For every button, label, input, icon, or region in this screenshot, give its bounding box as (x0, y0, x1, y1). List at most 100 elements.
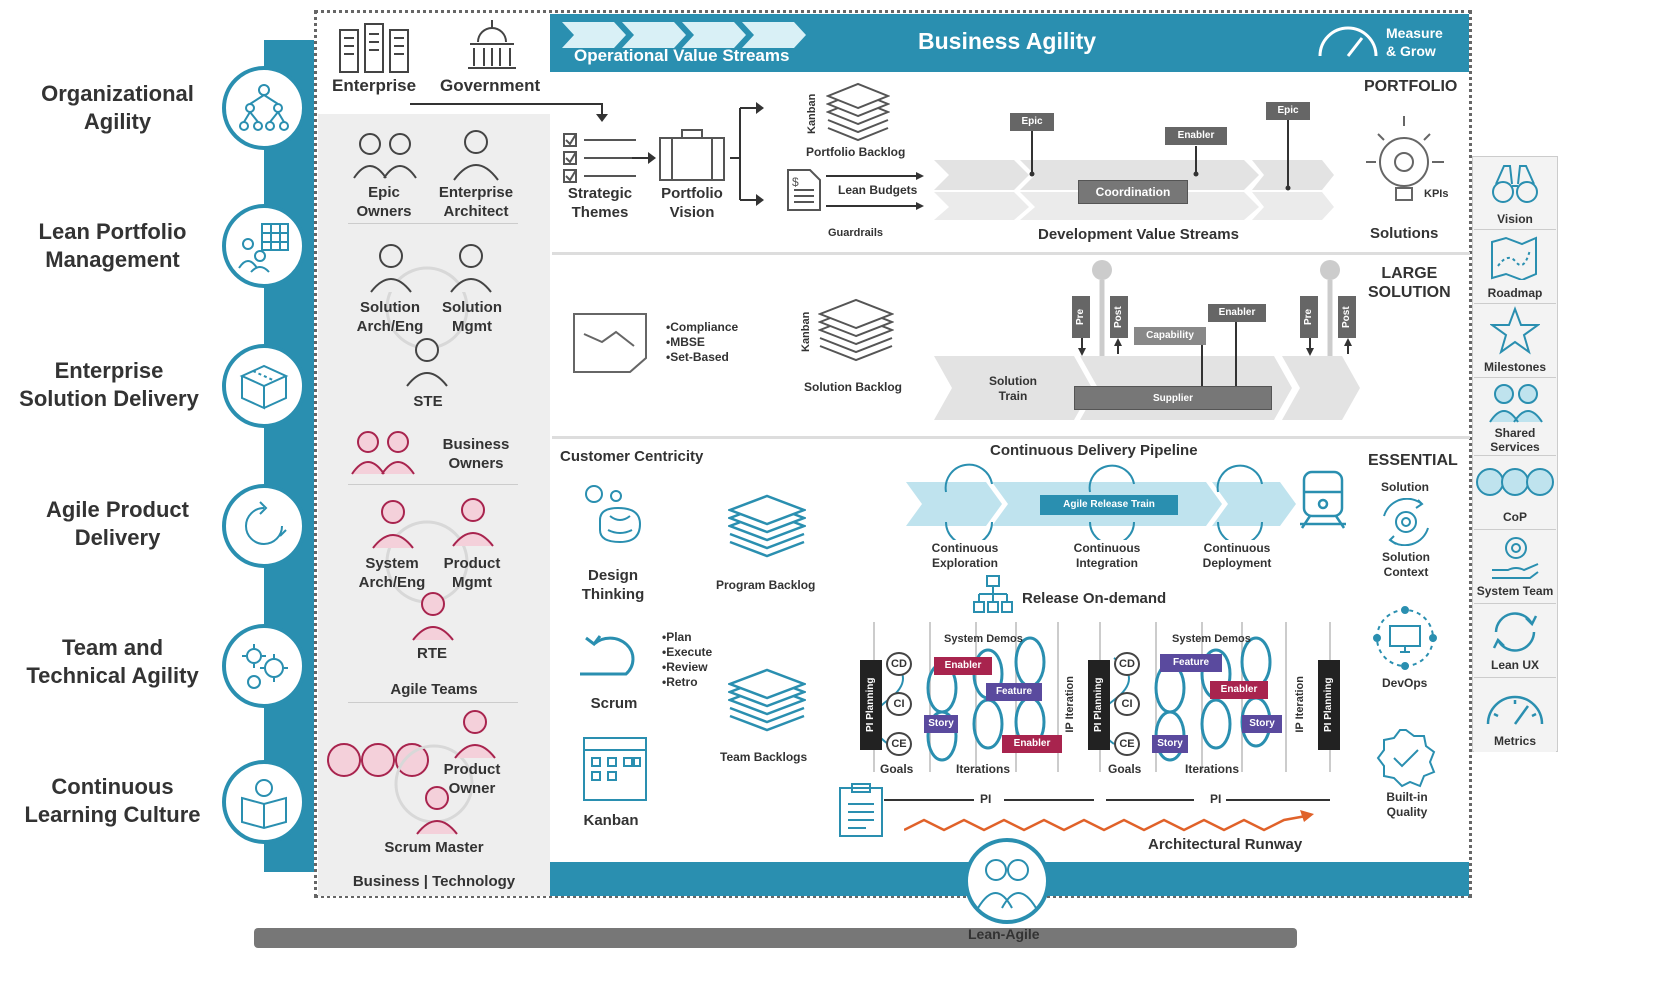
binoculars-icon (1492, 165, 1538, 203)
competency-agile-product-delivery[interactable]: Agile Product Delivery (45, 497, 189, 550)
coordination-box[interactable]: Coordination (1078, 180, 1188, 204)
palette-lean-ux[interactable]: Lean UX (1474, 606, 1556, 678)
role-solution-arch[interactable]: Solution Arch/Eng (356, 299, 424, 335)
role-system-arch[interactable]: System Arch/Eng (358, 555, 426, 591)
lean-agile-leaders-icon (964, 838, 1050, 924)
role-product-owner[interactable]: Product Owner (443, 761, 501, 797)
system-demos-2[interactable]: System Demos (1172, 633, 1251, 645)
architectural-runway-zigzag (904, 810, 1314, 832)
competency-organizational-agility[interactable]: Organizational Agility (41, 81, 194, 134)
post-tag[interactable]: Post (1110, 296, 1128, 338)
role-epic-owners[interactable]: Epic Owners (356, 184, 412, 220)
guardrails[interactable]: Guardrails (828, 227, 884, 239)
release-on-demand[interactable]: Release On-demand (1022, 590, 1167, 607)
level-divider (552, 436, 1470, 439)
solution-mgmt-icon (450, 244, 492, 293)
competency-team-technical-agility[interactable]: Team and Technical Agility (26, 635, 199, 688)
lean-ux-cycle-icon (1492, 612, 1538, 652)
pi-planning-bar-3[interactable]: PI Planning (1318, 660, 1340, 750)
palette-system-team[interactable]: System Team (1474, 532, 1556, 604)
team-backlogs[interactable]: Team Backlogs (720, 750, 808, 764)
portfolio-epic-tag[interactable]: Epic (1010, 113, 1054, 131)
role-enterprise-architect[interactable]: Enterprise Architect (438, 184, 514, 220)
cd-badge-2: CD (1114, 652, 1140, 676)
box-icon (222, 344, 306, 428)
scrum-steps: •Plan •Execute •Review •Retro (662, 630, 713, 689)
solutions-label[interactable]: Solutions (1370, 225, 1439, 242)
ce-badge-2: CE (1114, 732, 1140, 756)
reader-icon (222, 760, 306, 844)
ls-enabler-tag[interactable]: Enabler (1208, 304, 1266, 322)
solution-context[interactable]: Solution Context (1382, 550, 1430, 579)
org-chart-icon (222, 66, 306, 150)
enabler-tag-3[interactable]: Enabler (1210, 681, 1268, 699)
continuous-exploration[interactable]: Continuous Exploration (931, 541, 999, 570)
continuous-deployment[interactable]: Continuous Deployment (1202, 541, 1272, 570)
ip-iteration[interactable]: IP Iteration (1064, 676, 1076, 733)
program-backlog[interactable]: Program Backlog (716, 578, 816, 592)
pi-planning-bar[interactable]: PI Planning (860, 660, 882, 750)
enabler-tag-2[interactable]: Enabler (1002, 735, 1062, 753)
lean-agile-label[interactable]: Lean-Agile (968, 926, 1040, 942)
ovs-chevrons (562, 22, 806, 48)
competency-enterprise-solution-delivery[interactable]: Enterprise Solution Delivery (19, 358, 199, 411)
agile-release-train-bar[interactable]: Agile Release Train (1040, 495, 1178, 515)
star-icon (1490, 306, 1540, 355)
kanban-board-icon (583, 737, 647, 801)
solution-backlog[interactable]: Solution Backlog (804, 380, 903, 394)
role-business-owners[interactable]: Business Owners (442, 436, 510, 472)
kanban[interactable]: Kanban (583, 812, 639, 829)
government-label: Government (440, 76, 541, 95)
role-rte[interactable]: RTE (417, 645, 447, 662)
ci-badge-2: CI (1114, 692, 1140, 716)
feature-tag-1[interactable]: Feature (986, 683, 1042, 701)
palette-roadmap[interactable]: Roadmap (1474, 232, 1556, 304)
devops[interactable]: DevOps (1382, 676, 1428, 690)
enterprise-arrow (410, 103, 608, 122)
strategic-themes[interactable]: Strategic Themes (567, 185, 633, 221)
portfolio-enabler-tag[interactable]: Enabler (1165, 127, 1227, 145)
continuous-integration[interactable]: Continuous Integration (1073, 541, 1141, 570)
role-scrum-master[interactable]: Scrum Master (384, 839, 484, 856)
role-product-mgmt[interactable]: Product Mgmt (443, 555, 501, 591)
ip-iteration-2[interactable]: IP Iteration (1294, 676, 1306, 733)
pi-timeline (884, 799, 1330, 801)
design-thinking[interactable]: Design Thinking (581, 567, 645, 603)
competency-continuous-learning-culture[interactable]: Continuous Learning Culture (24, 774, 201, 827)
portfolio-epic-tag-2[interactable]: Epic (1266, 102, 1310, 120)
ste-icon (406, 338, 448, 387)
customer-centricity[interactable]: Customer Centricity (560, 448, 704, 465)
story-tag-1[interactable]: Story (924, 715, 958, 733)
palette-vision[interactable]: Vision (1474, 158, 1556, 230)
measure-grow-label[interactable]: Measure & Grow (1386, 25, 1443, 59)
system-demos[interactable]: System Demos (944, 633, 1023, 645)
enterprise-icon (339, 23, 409, 73)
enabler-tag-1[interactable]: Enabler (934, 657, 992, 675)
scrum[interactable]: Scrum (590, 695, 638, 712)
architectural-runway[interactable]: Architectural Runway (1148, 836, 1303, 853)
capability-tag[interactable]: Capability (1134, 327, 1206, 345)
solution-context-gear-icon (1383, 498, 1429, 546)
devops-icon (1373, 606, 1437, 670)
portfolio-vision[interactable]: Portfolio Vision (661, 185, 723, 221)
built-in-quality[interactable]: Built-in Quality (1386, 790, 1428, 819)
supplier-bar[interactable]: Supplier (1074, 386, 1272, 410)
big-picture-frame (314, 10, 1472, 898)
post-tag-2[interactable]: Post (1338, 296, 1356, 338)
shared-services-icon (1489, 384, 1543, 423)
story-tag-3[interactable]: Story (1152, 735, 1188, 753)
cop-icon (1476, 468, 1554, 496)
portfolio-backlog[interactable]: Portfolio Backlog (806, 145, 906, 159)
story-tag-2[interactable]: Story (1242, 715, 1282, 733)
feature-tag-2[interactable]: Feature (1160, 654, 1222, 672)
role-ste[interactable]: STE (413, 393, 443, 410)
pre-tag[interactable]: Pre (1072, 296, 1090, 338)
role-solution-mgmt[interactable]: Solution Mgmt (442, 299, 502, 335)
lean-budgets[interactable]: Lean Budgets (838, 183, 918, 197)
pre-tag-2[interactable]: Pre (1300, 296, 1318, 338)
competency-lean-portfolio-management[interactable]: Lean Portfolio Management (38, 219, 187, 272)
palette-metrics[interactable]: Metrics (1474, 680, 1556, 752)
train-icon (1300, 470, 1346, 529)
pi-planning-bar-2[interactable]: PI Planning (1088, 660, 1110, 750)
roadmap-icon (1491, 236, 1537, 280)
